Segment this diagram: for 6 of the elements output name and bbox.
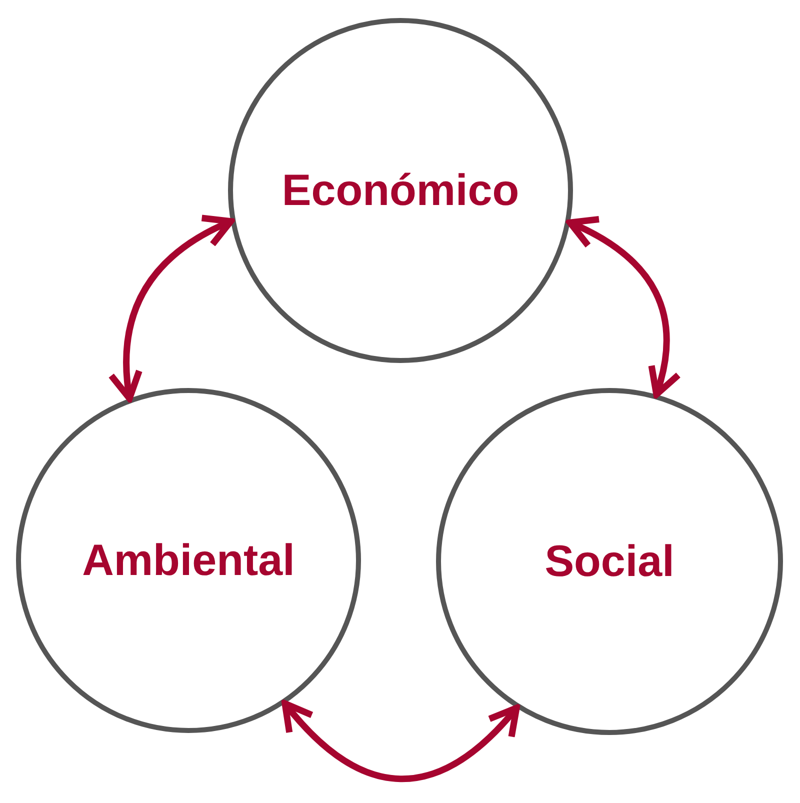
double-arrow	[566, 217, 681, 398]
node-label: Social	[544, 540, 674, 584]
double-arrow	[109, 216, 234, 402]
node-label: Económico	[282, 168, 520, 212]
double-arrow	[282, 700, 520, 782]
node-label: Ambiental	[82, 538, 295, 582]
